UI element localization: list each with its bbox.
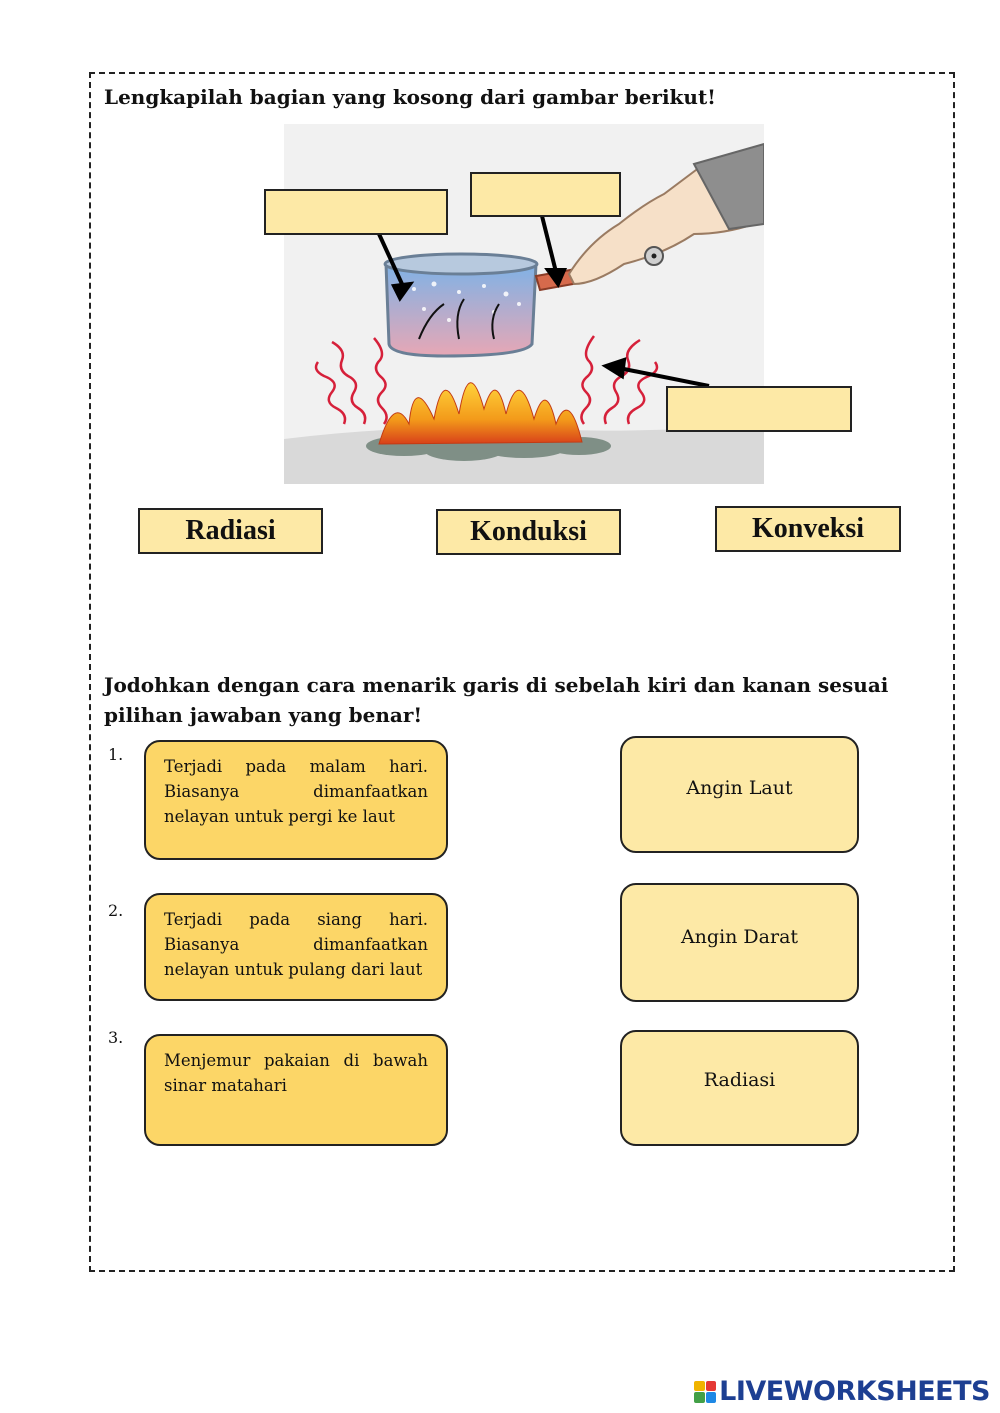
match-left-item-3[interactable]: Menjemur pakaian di bawah sinar matahari: [144, 1034, 448, 1146]
answer-tile-konveksi[interactable]: Konveksi: [715, 506, 901, 552]
match-right-item-angin-laut[interactable]: Angin Laut: [620, 736, 859, 853]
match-right-item-radiasi[interactable]: Radiasi: [620, 1030, 859, 1146]
match-left-item-1[interactable]: Terjadi pada malam hari. Biasanya dimanf…: [144, 740, 448, 860]
liveworksheets-logo-icon: [694, 1380, 717, 1403]
answer-tile-konduksi[interactable]: Konduksi: [436, 509, 621, 555]
section2-heading: Jodohkan dengan cara menarik garis di se…: [104, 673, 889, 727]
item-number: 2.: [108, 901, 124, 920]
pot-on-fire-illustration: [284, 124, 764, 484]
item-number: 1.: [108, 745, 124, 764]
blank-answer-slot-convection[interactable]: [264, 189, 448, 235]
liveworksheets-logo: LIVEWORKSHEETS: [694, 1376, 990, 1407]
answer-tile-radiasi[interactable]: Radiasi: [138, 508, 323, 554]
section1-heading: Lengkapilah bagian yang kosong dari gamb…: [104, 85, 716, 109]
match-right-item-angin-darat[interactable]: Angin Darat: [620, 883, 859, 1002]
blank-answer-slot-conduction[interactable]: [470, 172, 621, 217]
match-left-item-2[interactable]: Terjadi pada siang hari. Biasanya dimanf…: [144, 893, 448, 1001]
brand-name: LIVEWORKSHEETS: [719, 1376, 990, 1407]
item-number: 3.: [108, 1028, 124, 1047]
blank-answer-slot-radiation[interactable]: [666, 386, 852, 432]
worksheet-frame: [89, 72, 955, 1272]
